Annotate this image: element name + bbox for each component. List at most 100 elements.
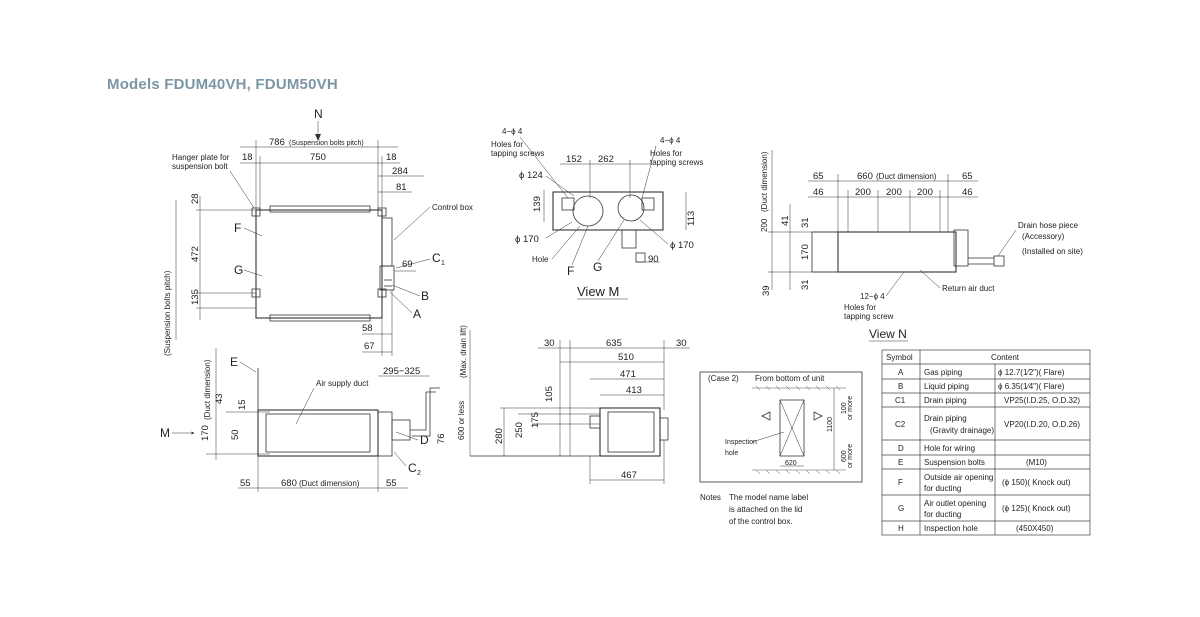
dim-152: 152	[566, 154, 582, 165]
north-label: N	[314, 107, 323, 121]
view-m-holes-right: 4−ϕ 4	[660, 136, 681, 145]
dim-170a: ϕ 170	[515, 234, 539, 245]
dim-413: 413	[626, 385, 642, 396]
dim-30b: 30	[676, 338, 687, 349]
dim-65b: 65	[962, 171, 973, 182]
dim-786: 786	[269, 137, 285, 148]
hanger-note-2: suspension bolt	[172, 162, 228, 171]
dim-295-325: 295−325	[383, 366, 420, 377]
dim-600-case: 600	[841, 450, 848, 462]
side-pitch-note: (Suspension bolts pitch)	[163, 270, 172, 356]
table-row-symbol: G	[898, 504, 904, 513]
dim-284: 284	[392, 166, 408, 177]
dim-113: 113	[686, 211, 697, 226]
notes-line-3: of the control box.	[729, 517, 793, 526]
return-duct: Return air duct	[942, 284, 995, 293]
view-m-holes-left-note-2: tapping screws	[491, 149, 544, 158]
case2-heading: (Case 2)	[708, 374, 739, 383]
dim-65a: 65	[813, 171, 824, 182]
view-m-holes-left: 4−ϕ 4	[502, 127, 523, 136]
table-row-spec: VP20(I.D.20, O.D.26)	[1004, 420, 1080, 429]
label-f: F	[234, 221, 241, 235]
dim-81: 81	[396, 182, 407, 193]
dim-510: 510	[618, 352, 634, 363]
label-g: G	[234, 263, 243, 277]
view-m-hole: Hole	[532, 255, 549, 264]
dim-200v: 200	[760, 218, 769, 232]
table-row-symbol: B	[898, 382, 903, 391]
dim-660: 660	[857, 171, 873, 182]
inspection-2: hole	[725, 450, 738, 457]
dim-250: 250	[514, 422, 525, 438]
dim-786-note: (Suspension bolts pitch)	[289, 140, 364, 147]
dim-90: 90	[648, 254, 659, 265]
dim-46b: 46	[962, 187, 973, 198]
table-row-symbol: A	[898, 368, 904, 377]
table-row-spec: ϕ 6.35(1⁄4")( Flare)	[998, 382, 1065, 391]
notes-label: Notes	[700, 493, 721, 502]
dim-41: 41	[780, 215, 791, 226]
table-row-symbol: D	[898, 444, 904, 453]
drain-hose-3: (Installed on site)	[1022, 247, 1083, 256]
side-view: 30 635 30 510 471 413 280 250 175 105 46…	[470, 338, 690, 484]
dim-262: 262	[598, 154, 614, 165]
dim-680: 680	[281, 478, 297, 489]
dim-55a: 55	[240, 478, 251, 489]
duct-dim-note: (Duct dimension)	[203, 359, 212, 420]
table-row-symbol: H	[898, 524, 904, 533]
notes: Notes The model name label is attached o…	[700, 493, 808, 526]
dim-39: 39	[761, 285, 772, 296]
table-row-content: Drain piping	[924, 396, 967, 405]
dim-200v-note: (Duct dimension)	[760, 151, 769, 212]
dim-280: 280	[494, 428, 505, 444]
table-row-spec: (M10)	[1026, 458, 1047, 467]
dim-100: 100	[841, 402, 848, 414]
view-n-holes-note-2: tapping screw	[844, 312, 894, 321]
dim-660-note: (Duct dimension)	[876, 172, 937, 181]
view-m-holes-right-note-2: tapping screws	[650, 158, 703, 167]
table-row-content: Inspection hole	[924, 524, 978, 533]
label-c2-sub: 2	[417, 470, 421, 477]
dim-139: 139	[532, 196, 543, 212]
dim-175: 175	[530, 412, 541, 428]
table-row-content2: (Gravity drainage)	[930, 426, 994, 435]
table-row-content: Gas piping	[924, 368, 962, 377]
dim-200c: 200	[917, 187, 933, 198]
dim-1100: 1100	[827, 417, 834, 432]
drain-hose-1: Drain hose piece	[1018, 221, 1079, 230]
table-row-symbol: F	[898, 478, 903, 487]
table-row-content: Outside air opening	[924, 473, 993, 482]
table-row-content2: for ducting	[924, 484, 961, 493]
dim-600: 600 or less	[457, 401, 466, 440]
hanger-note-1: Hanger plate for	[172, 153, 230, 162]
case2-from-bottom: From bottom of unit	[755, 374, 825, 383]
case2: (Case 2) From bottom of unit Inspection …	[699, 371, 863, 483]
label-c2: C	[408, 461, 417, 475]
inspection-1: Inspection	[725, 439, 757, 446]
table-row-spec: VP25(I.D.25, O.D.32)	[1004, 396, 1080, 405]
dim-750: 750	[310, 152, 326, 163]
table-row-symbol: C2	[895, 420, 906, 429]
dim-18b: 18	[386, 152, 397, 163]
dim-46a: 46	[813, 187, 824, 198]
table-header-content: Content	[991, 353, 1020, 362]
dim-471: 471	[620, 369, 636, 380]
table-row-spec: (ϕ 150)( Knock out)	[1002, 478, 1071, 487]
table-row-content: Hole for wiring	[924, 444, 975, 453]
air-supply-label: Air supply duct	[316, 379, 369, 388]
dim-43: 43	[214, 393, 225, 404]
dim-170: 170	[800, 244, 811, 260]
dim-135: 135	[190, 289, 201, 305]
dim-28: 28	[190, 193, 201, 204]
front-view: E (Duct dimension) 43 15 170 50 M Air su…	[160, 325, 471, 492]
notes-line-1: The model name label	[729, 493, 808, 502]
view-m-holes-left-note-1: Holes for	[491, 140, 523, 149]
label-c1: C	[432, 251, 441, 265]
table-row-content: Drain piping	[924, 414, 967, 423]
dim-69: 69	[402, 259, 413, 270]
symbol-table: Symbol Content A Gas piping ϕ 12.7(1⁄2")…	[881, 349, 1091, 536]
view-m-caption: View M	[577, 284, 619, 299]
dim-50: 50	[230, 429, 241, 440]
dim-58: 58	[362, 323, 373, 334]
dim-170b: ϕ 170	[670, 240, 694, 251]
